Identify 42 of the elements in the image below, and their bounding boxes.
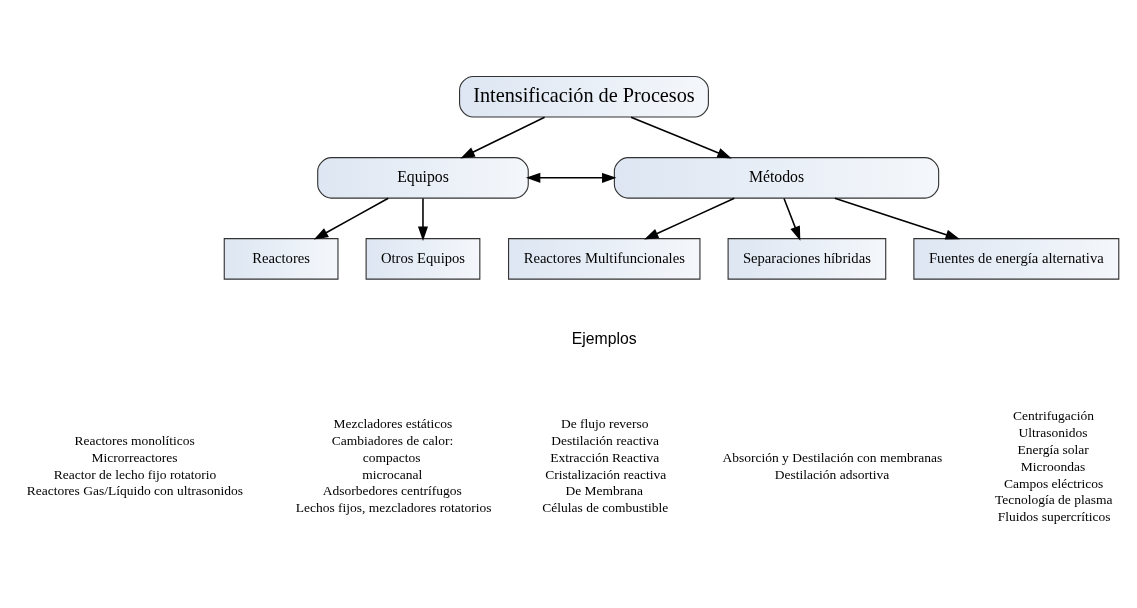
node-box: Métodos: [613, 156, 940, 199]
node-label: Microrreactores: [91, 449, 178, 465]
node-label: Cambiadores de calor:: [331, 432, 454, 448]
node-box: Otros Equipos: [365, 237, 481, 280]
node-label: Mezcladores estáticos: [333, 415, 453, 431]
node-label: Destilación adsortiva: [774, 466, 890, 482]
arrow: [417, 197, 429, 241]
node-label: Centrifugación: [1012, 407, 1094, 423]
node-box: Separaciones híbridas: [727, 237, 887, 280]
node-box: Reactores: [223, 237, 339, 280]
node-label: Destilación reactiva: [551, 432, 659, 448]
arrow: [630, 115, 732, 158]
node-label: De flujo reverso: [560, 415, 649, 431]
node-label: Cristalización reactiva: [545, 466, 667, 482]
node-label: compactos: [362, 449, 421, 465]
node-label: Campos eléctricos: [1003, 475, 1104, 491]
node-label: microcanal: [362, 466, 423, 482]
arrow: [783, 197, 801, 241]
node-box: Equipos: [317, 156, 529, 199]
node-label: Reactor de lecho fijo rotatorio: [53, 466, 217, 482]
label: Ejemplos: [571, 329, 637, 347]
node-label: Ultrasonidos: [1018, 424, 1088, 440]
node-label: Energía solar: [1017, 441, 1089, 457]
arrow: [525, 172, 617, 183]
arrow: [313, 196, 390, 240]
node-label: Células de combustible: [542, 499, 669, 515]
node-box: Intensificación de Procesos: [459, 75, 709, 118]
node-box: Reactores Multifuncionales: [508, 237, 701, 280]
arrow: [834, 196, 960, 240]
node-label: Microondas: [1020, 458, 1086, 474]
node-label: Reactores Gas/Líquido con ultrasonidos: [26, 482, 243, 498]
node-label: Absorción y Destilación con membranas: [722, 449, 943, 465]
node-label: Adsorbedores centrífugos: [322, 482, 462, 498]
node-label: Fluidos supercríticos: [997, 508, 1111, 524]
node-label: Lechos fijos, mezcladores rotatorios: [295, 499, 492, 515]
node-box: Fuentes de energía alternativa: [913, 237, 1120, 280]
arrow: [644, 196, 736, 240]
node-label: De Membrana: [565, 482, 643, 498]
node-label: Reactores monolíticos: [74, 432, 195, 448]
arrow: [460, 115, 546, 158]
node-label: Extracción Reactiva: [550, 449, 660, 465]
node-label: Tecnología de plasma: [994, 491, 1113, 507]
